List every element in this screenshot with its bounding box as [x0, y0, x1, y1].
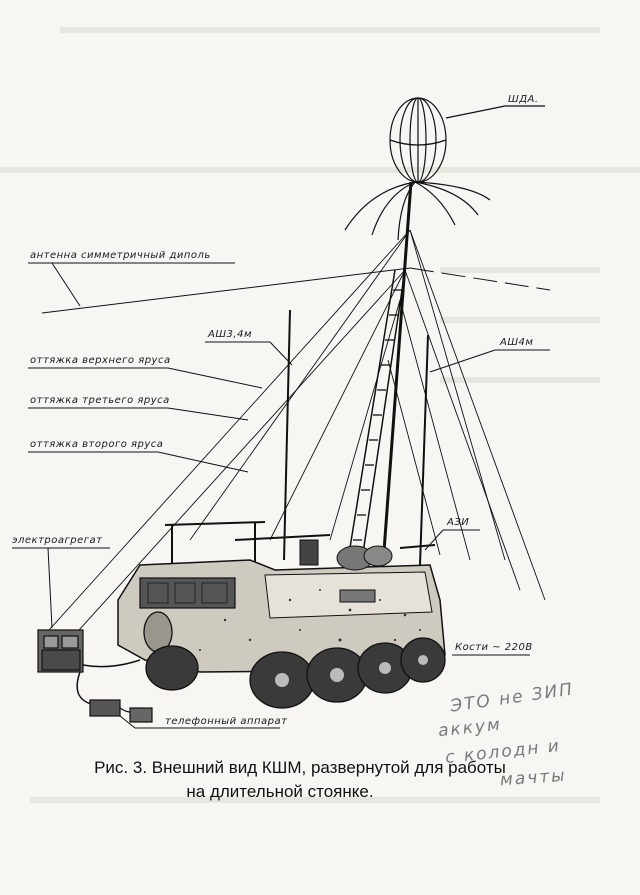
- guy-wires: [39, 229, 546, 641]
- label-upper-tier: оттяжка верхнего яруса: [30, 355, 171, 366]
- label-ash34m: АШ3,4м: [208, 329, 252, 340]
- command-vehicle: [117, 521, 446, 709]
- label-shda: ШДА.: [508, 94, 539, 105]
- figure-caption-line1: Рис. 3. Внешний вид КШМ, развернутой для…: [94, 758, 506, 777]
- dipole-antenna: [41, 267, 551, 314]
- figure-caption-line2: на длительной стоянке.: [186, 782, 374, 801]
- label-generator: электроагрегат: [12, 535, 103, 546]
- label-telephone: телефонный аппарат: [165, 716, 288, 727]
- hull-texture: [199, 589, 421, 651]
- leader-lines: [12, 262, 550, 729]
- shda-antenna: [344, 97, 545, 241]
- mast: [347, 181, 413, 566]
- bleed-through-background: [0, 27, 640, 803]
- whip-antennas: [283, 309, 429, 566]
- generator-unit: [37, 629, 141, 673]
- telephone-set: [76, 671, 153, 723]
- label-kosti: Кости ~ 220В: [455, 642, 533, 653]
- label-dipole: антенна симметричный диполь: [30, 250, 211, 261]
- label-ash4m: АШ4м: [500, 337, 534, 348]
- label-second-tier: оттяжка второго яруса: [30, 439, 164, 450]
- label-third-tier: оттяжка третьего яруса: [30, 395, 170, 406]
- label-azi: АЗИ: [447, 517, 470, 528]
